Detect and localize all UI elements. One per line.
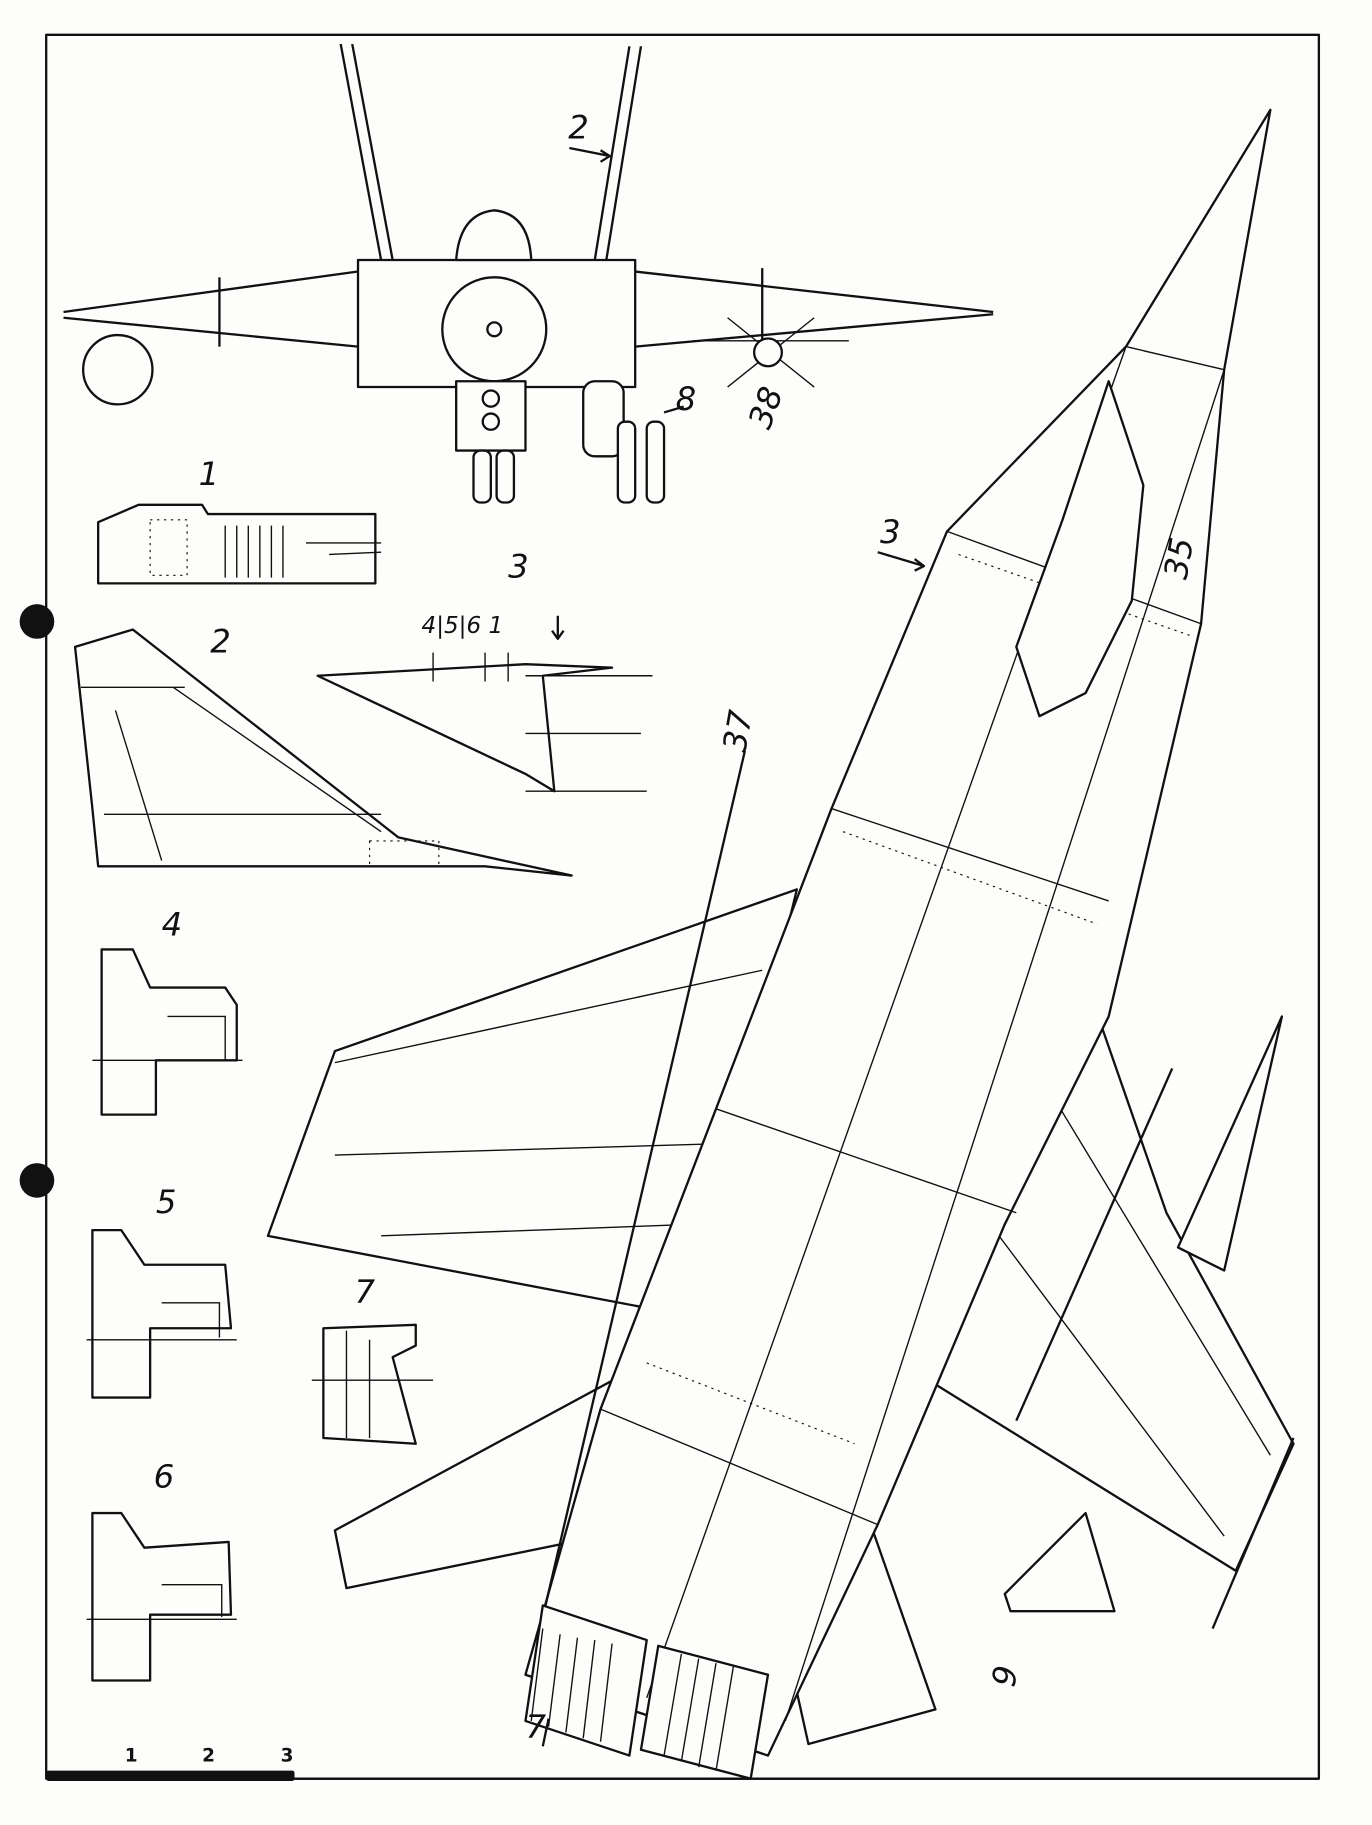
label-top-arrow-3: 3 xyxy=(880,513,901,551)
section-2-view xyxy=(73,628,573,877)
label-pylon-38: 38 xyxy=(741,382,791,434)
label-section-6: 6 xyxy=(154,1458,175,1496)
section-4-view xyxy=(92,948,243,1116)
scale-bar: 1 2 3 xyxy=(46,1745,1319,1781)
section-7-view xyxy=(311,1323,434,1445)
label-callout-7: 7 xyxy=(525,1708,546,1746)
section-3-view xyxy=(316,615,653,793)
scale-tick-3: 3 xyxy=(281,1745,294,1766)
label-section-3: 3 xyxy=(508,548,529,586)
label-section-3-markers: 4|5|6 1 xyxy=(422,613,504,639)
label-callout-35: 35 xyxy=(1157,535,1202,582)
label-section-1: 1 xyxy=(199,455,220,493)
label-section-4: 4 xyxy=(162,906,183,944)
label-section-2: 2 xyxy=(210,623,231,661)
section-5-view xyxy=(86,1228,237,1399)
scale-tick-2: 2 xyxy=(202,1745,215,1766)
front-view xyxy=(63,43,994,504)
section-6-view xyxy=(86,1511,237,1682)
top-view xyxy=(266,108,1295,1780)
punch-hole-top xyxy=(19,604,55,639)
label-section-5: 5 xyxy=(156,1183,177,1221)
label-callout-9: 9 xyxy=(985,1663,1026,1690)
label-section-7: 7 xyxy=(355,1273,376,1311)
section-1-view xyxy=(97,503,382,585)
label-front-arrow-2: 2 xyxy=(568,109,589,147)
punch-hole-bottom xyxy=(19,1163,55,1198)
scale-tick-1: 1 xyxy=(125,1745,138,1766)
label-front-arrow-8: 8 xyxy=(676,380,697,418)
label-callout-37: 37 xyxy=(716,707,761,755)
